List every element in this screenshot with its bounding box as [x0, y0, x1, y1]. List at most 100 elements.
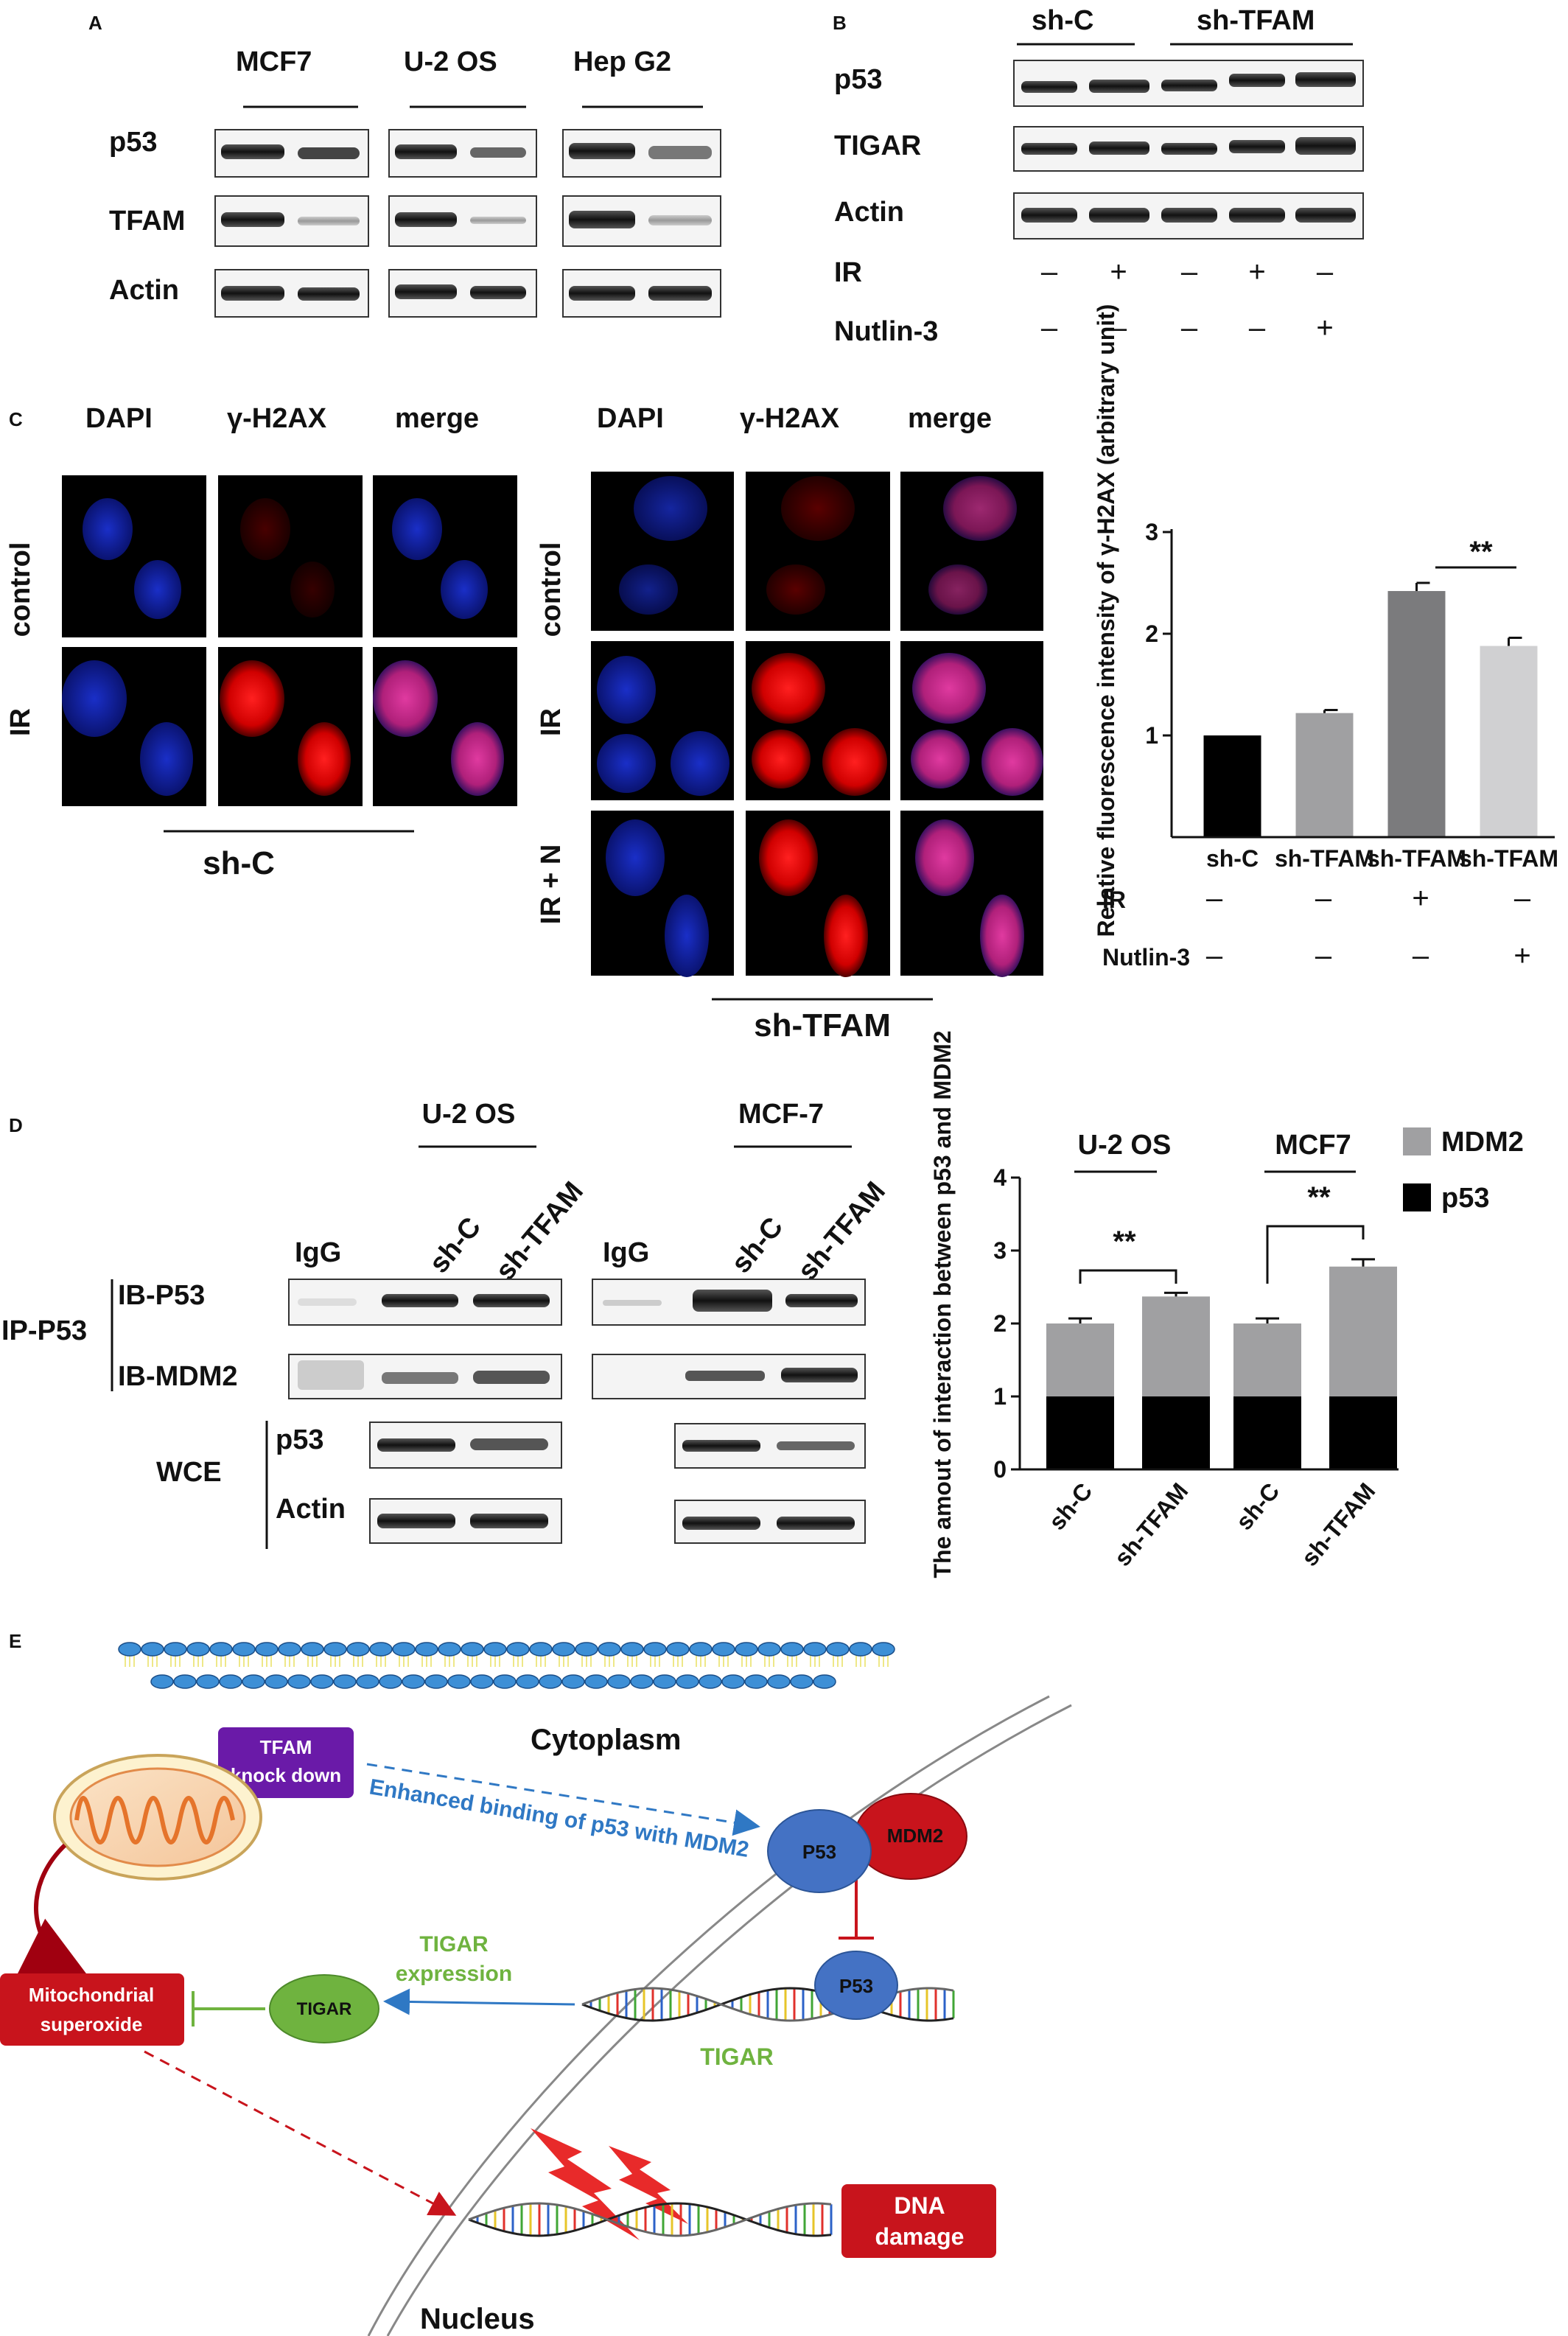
blot-row: [214, 129, 721, 178]
blot-row: [369, 1421, 562, 1469]
y-tick-label: 3: [1145, 519, 1158, 545]
lipid-head: [232, 1642, 256, 1657]
cell-line-label: Hep G2: [573, 46, 671, 77]
protein-label: p53: [109, 127, 157, 158]
dna-damage-box: [841, 2184, 996, 2258]
cell-line-label: MCF7: [236, 46, 312, 77]
ib-label: IB-MDM2: [118, 1361, 238, 1392]
row-label: control: [536, 542, 567, 637]
row-label: IR: [5, 708, 36, 736]
lipid-head: [310, 1674, 334, 1689]
lipid-head: [323, 1642, 347, 1657]
lipid-head: [803, 1642, 827, 1657]
x-tick-label: sh-TFAM: [1109, 1478, 1193, 1571]
treatment-mark: –: [1181, 256, 1198, 288]
nuclear-envelope: [367, 1695, 1050, 2336]
lipid-head: [516, 1674, 539, 1689]
binding-label: Enhanced binding of p53 with MDM2: [368, 1774, 751, 1862]
lipid-head: [379, 1674, 402, 1689]
treatment-mark: –: [1317, 256, 1334, 288]
lipid-head: [653, 1674, 676, 1689]
lightning-icon: [531, 2128, 688, 2240]
bar-segment: [1329, 1396, 1397, 1469]
tigar-expression-label: TIGAR: [419, 1932, 489, 1956]
lipid-head: [141, 1642, 164, 1657]
lipid-head: [575, 1642, 598, 1657]
legend-label: MDM2: [1441, 1127, 1524, 1158]
lipid-head: [369, 1642, 393, 1657]
lipid-head: [424, 1674, 448, 1689]
lipid-head: [265, 1674, 288, 1689]
x-tick-label: sh-TFAM: [1296, 1478, 1380, 1571]
arrow: [383, 1988, 575, 2015]
row-label: IR: [536, 708, 567, 736]
dna-damage-label: damage: [875, 2223, 965, 2250]
lipid-head: [470, 1674, 494, 1689]
blot-row: [674, 1423, 866, 1469]
channel-label: γ-H2AX: [740, 403, 840, 434]
p53-protein-icon: [814, 1951, 898, 2020]
mdm2-label: MDM2: [887, 1825, 944, 1847]
row-label: control: [5, 542, 36, 637]
lipid-head: [539, 1674, 562, 1689]
tfam-box-label: knock down: [231, 1764, 341, 1786]
panel-letter-d: D: [9, 1114, 23, 1136]
blot-row: [288, 1354, 562, 1399]
lane-label: sh-C: [424, 1211, 487, 1279]
cell-membrane: [118, 1642, 895, 1689]
lipid-head: [461, 1642, 484, 1657]
protein-label: p53: [834, 64, 882, 95]
protein-label: Actin: [109, 275, 179, 306]
lipid-head: [607, 1674, 631, 1689]
chart-d: The amout of interaction between p53 and…: [929, 1030, 1524, 1578]
p53-label: P53: [839, 1975, 873, 1997]
bar-segment: [1046, 1323, 1114, 1396]
lipid-head: [242, 1674, 265, 1689]
helix-strand: [581, 1987, 954, 2022]
cell-line-label: MCF-7: [738, 1099, 824, 1130]
lipid-head: [301, 1642, 324, 1657]
lipid-head: [666, 1642, 690, 1657]
lipid-head: [780, 1642, 804, 1657]
bar: [1203, 735, 1261, 837]
x-tick-label: sh-TFAM: [1367, 845, 1466, 872]
blot-row: [592, 1354, 866, 1399]
lipid-head: [402, 1674, 425, 1689]
lipid-head: [150, 1674, 174, 1689]
lipid-head: [813, 1674, 836, 1689]
y-tick-label: 1: [993, 1383, 1007, 1410]
superoxide-box: [0, 1973, 184, 2046]
treatment-mark: –: [1315, 940, 1332, 972]
protein-label: TIGAR: [834, 130, 921, 161]
arrow: [17, 1843, 87, 1974]
lipid-head: [415, 1642, 438, 1657]
helix-strand: [468, 2202, 832, 2237]
protein-label: Actin: [276, 1494, 346, 1525]
lipid-head: [529, 1642, 553, 1657]
treatment-label: IR: [1102, 887, 1126, 913]
lipid-head: [643, 1642, 667, 1657]
lipid-head: [333, 1674, 357, 1689]
cell-line-label: U-2 OS: [404, 46, 497, 77]
treatment-mark: +: [1513, 940, 1530, 972]
panel-a: A MCF7 U-2 OS Hep G2 p53 TFAM Actin: [88, 12, 721, 318]
row-label: IR + N: [536, 844, 567, 925]
tigar-protein-label: TIGAR: [297, 1999, 352, 2019]
treatment-mark: +: [1248, 256, 1265, 288]
lane-label: IgG: [603, 1237, 649, 1268]
lipid-head: [483, 1642, 507, 1657]
treatment-mark: –: [1181, 312, 1198, 344]
group-label: sh-TFAM: [1197, 5, 1315, 36]
lane-label: sh-C: [726, 1211, 789, 1279]
dna-helix-icon: [581, 1987, 955, 2022]
treatment-label: Nutlin-3: [1102, 944, 1190, 971]
lipid-head: [164, 1642, 187, 1657]
lipid-head: [620, 1642, 644, 1657]
y-tick-label: 1: [1145, 722, 1158, 749]
lipid-head: [721, 1674, 745, 1689]
lipid-head: [255, 1642, 279, 1657]
microscopy-grid-sh-c: [62, 475, 517, 806]
lipid-head: [219, 1674, 242, 1689]
y-tick-label: 0: [993, 1456, 1007, 1483]
